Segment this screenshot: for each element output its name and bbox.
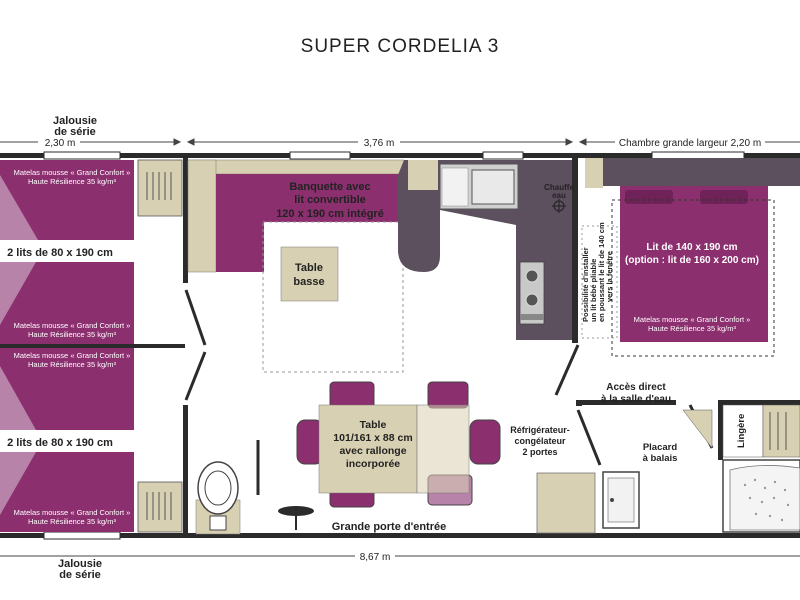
dining-table <box>318 404 418 494</box>
coffee-table-line2: basse <box>293 276 324 288</box>
master-bed-line1: Lit de 140 x 190 cm <box>646 242 737 253</box>
blind-top-line1: Jalousie <box>53 115 97 127</box>
master-mattress-line2: Haute Résilience 35 kg/m³ <box>648 324 736 333</box>
twin-bed-upper-label: 2 lits de 80 x 190 cm <box>7 247 113 259</box>
twin-beds <box>0 160 134 532</box>
broom-cupboard <box>682 409 713 449</box>
toilet-icon <box>195 461 241 535</box>
baby-bed-note: Possibilité d'installer un lit bébé plia… <box>581 222 614 322</box>
mattress-4-line1: Matelas mousse « Grand Confort » <box>14 508 131 517</box>
linen-label: Lingère <box>736 414 747 448</box>
dining-table-line1: Table <box>360 419 387 431</box>
baby-bed-line2: un lit bébé pliable <box>589 259 598 322</box>
sofa-line2: lit convertible <box>294 194 366 206</box>
broom-line2: à balais <box>643 453 678 464</box>
mattress-3-line1: Matelas mousse « Grand Confort » <box>14 351 131 360</box>
center-width-label: 3,76 m <box>364 138 395 149</box>
dining-table-line4: incorporée <box>346 458 400 470</box>
mattress-2-line2: Haute Résilience 35 kg/m³ <box>28 330 116 339</box>
entrance-label: Grande porte d'entrée <box>332 521 446 533</box>
mattress-1-line1: Matelas mousse « Grand Confort » <box>14 168 131 177</box>
fridge-line2: congélateur <box>514 436 566 446</box>
sofa-line3: 120 x 190 cm intégré <box>276 208 384 220</box>
washbasin-icon <box>602 471 640 529</box>
stool-icon <box>278 506 314 530</box>
shower-icon <box>722 459 800 533</box>
kitchen-counter <box>398 160 572 340</box>
interior-walls <box>183 153 800 533</box>
fridge-line1: Réfrigérateur- <box>510 425 570 435</box>
water-heater-line2: eau <box>552 191 566 200</box>
baby-bed-line3: en poussant le lit de 140 cm <box>597 222 606 322</box>
outer-walls <box>0 153 800 538</box>
master-bedroom <box>581 158 800 357</box>
right-width-label: Chambre grande largeur 2,20 m <box>619 138 761 149</box>
fridge <box>536 472 596 534</box>
left-width-label: 2,30 m <box>45 138 76 149</box>
left-wardrobes <box>137 159 183 533</box>
bathroom-access-line1: Accès direct <box>606 382 666 393</box>
total-length-label: 8,67 m <box>360 552 391 563</box>
baby-bed-line4: vers la fenêtre <box>605 251 614 302</box>
master-mattress-line1: Matelas mousse « Grand Confort » <box>634 315 751 324</box>
mattress-3-line2: Haute Résilience 35 kg/m³ <box>28 360 116 369</box>
broom-line1: Placard <box>643 442 678 453</box>
bathroom-access-line2: à la salle d'eau <box>601 394 671 405</box>
coffee-table-line1: Table <box>295 262 323 274</box>
table-extension <box>416 404 470 494</box>
sofa-line1: Banquette avec <box>289 181 370 193</box>
windows <box>43 151 745 540</box>
mattress-1-line2: Haute Résilience 35 kg/m³ <box>28 177 116 186</box>
page-title: SUPER CORDELIA 3 <box>300 36 500 57</box>
blind-bottom-line2: de série <box>59 569 101 581</box>
mattress-2-line1: Matelas mousse « Grand Confort » <box>14 321 131 330</box>
coffee-table <box>280 246 339 302</box>
water-heater-line1: Chauffe <box>544 183 574 192</box>
twin-bed-lower-label: 2 lits de 80 x 190 cm <box>7 437 113 449</box>
dining-table-line2: 101/161 x 88 cm <box>333 432 412 444</box>
baby-bed-line1: Possibilité d'installer <box>581 247 590 322</box>
master-bed-line2: (option : lit de 160 x 200 cm) <box>625 255 759 266</box>
mattress-4-line2: Haute Résilience 35 kg/m³ <box>28 517 116 526</box>
dining-table-line3: avec rallonge <box>339 445 406 457</box>
linen-closet <box>722 404 800 458</box>
water-heater-icon <box>552 199 566 213</box>
sofa <box>187 159 405 273</box>
blind-bottom-line1: Jalousie <box>58 558 102 570</box>
fridge-line3: 2 portes <box>522 447 557 457</box>
blind-top-line2: de série <box>54 126 96 138</box>
sofa-bed-outline <box>262 221 404 373</box>
